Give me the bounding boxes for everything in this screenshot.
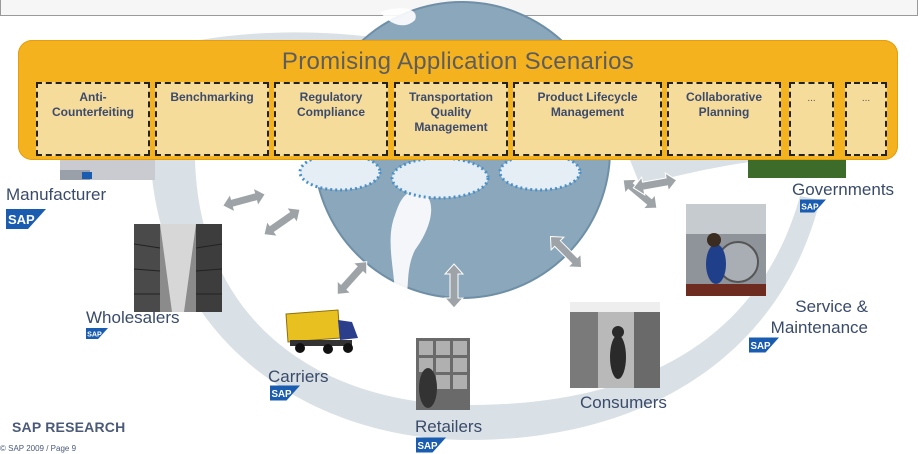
- retail-shelf-image: [416, 338, 470, 410]
- label-retailers: Retailers: [415, 417, 483, 436]
- label-consumers: Consumers: [580, 393, 667, 412]
- sap-logo: SAP: [800, 199, 826, 213]
- sap-logo: SAP: [86, 328, 108, 339]
- double-arrow-icon: [622, 178, 658, 210]
- double-arrow-icon: [222, 187, 266, 213]
- scenario-collaborative-planning: Collaborative Planning: [667, 82, 781, 156]
- sap-logo: SAP: [6, 209, 46, 229]
- truck-image: [285, 309, 358, 354]
- maintenance-image: [686, 204, 766, 296]
- sap-logo: SAP: [749, 337, 779, 353]
- label-carriers: Carriers: [268, 367, 329, 386]
- svg-text:SAP: SAP: [418, 441, 439, 452]
- scenario-product-lifecycle-management: Product Lifecycle Management: [513, 82, 662, 156]
- double-arrow-icon: [632, 172, 678, 196]
- double-arrow-icon: [443, 263, 465, 309]
- scenario-regulatory-compliance: Regulatory Compliance: [274, 82, 388, 156]
- scenario-transportation-quality-management: Transportation Quality Management: [394, 82, 508, 156]
- sap-logo: SAP: [416, 437, 446, 453]
- svg-text:SAP: SAP: [87, 330, 102, 338]
- banner-title: Promising Application Scenarios: [281, 48, 635, 75]
- double-arrow-icon: [549, 235, 583, 269]
- footer-brand: SAP RESEARCH: [12, 419, 126, 435]
- scenario-more-1: ...: [789, 82, 834, 156]
- field-image: [748, 160, 846, 178]
- double-arrow-icon: [263, 207, 301, 237]
- label-service-maintenance: Service & Maintenance: [770, 297, 868, 337]
- supermarket-image: [570, 302, 660, 388]
- sap-logo: SAP: [270, 385, 300, 401]
- warehouse-image: [134, 224, 222, 312]
- footer-copyright: © SAP 2009 / Page 9: [0, 444, 77, 453]
- double-arrow-icon: [336, 261, 368, 295]
- scenario-anti-counterfeiting: Anti- Counterfeiting: [36, 82, 150, 156]
- svg-text:SAP: SAP: [801, 201, 819, 211]
- label-manufacturer: Manufacturer: [6, 185, 107, 204]
- label-governments: Governments: [792, 180, 895, 199]
- svg-text:SAP: SAP: [751, 341, 772, 352]
- scenario-more-2: ...: [845, 82, 887, 156]
- scenario-benchmarking: Benchmarking: [155, 82, 269, 156]
- data-server-icon: [298, 152, 582, 200]
- label-wholesalers: Wholesalers: [86, 308, 180, 327]
- svg-text:SAP: SAP: [272, 389, 293, 400]
- svg-text:SAP: SAP: [8, 212, 35, 227]
